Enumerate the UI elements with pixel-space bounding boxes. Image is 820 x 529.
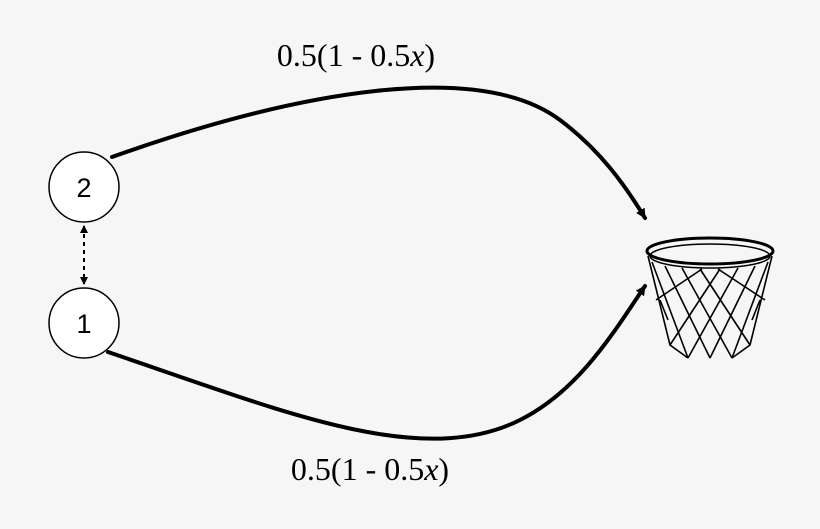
edge-2-label: 0.5(1 - 0.5x): [277, 37, 435, 73]
edge-2-to-basket: [110, 85, 647, 220]
node-1: 1: [48, 287, 120, 359]
node-2: 2: [48, 151, 120, 223]
basketball-hoop-icon: [645, 236, 775, 359]
edge-1-to-basket: [106, 284, 647, 441]
edge-1-label: 0.5(1 - 0.5x): [291, 451, 449, 487]
node-1-label: 1: [76, 309, 91, 339]
node-2-label: 2: [76, 173, 91, 203]
